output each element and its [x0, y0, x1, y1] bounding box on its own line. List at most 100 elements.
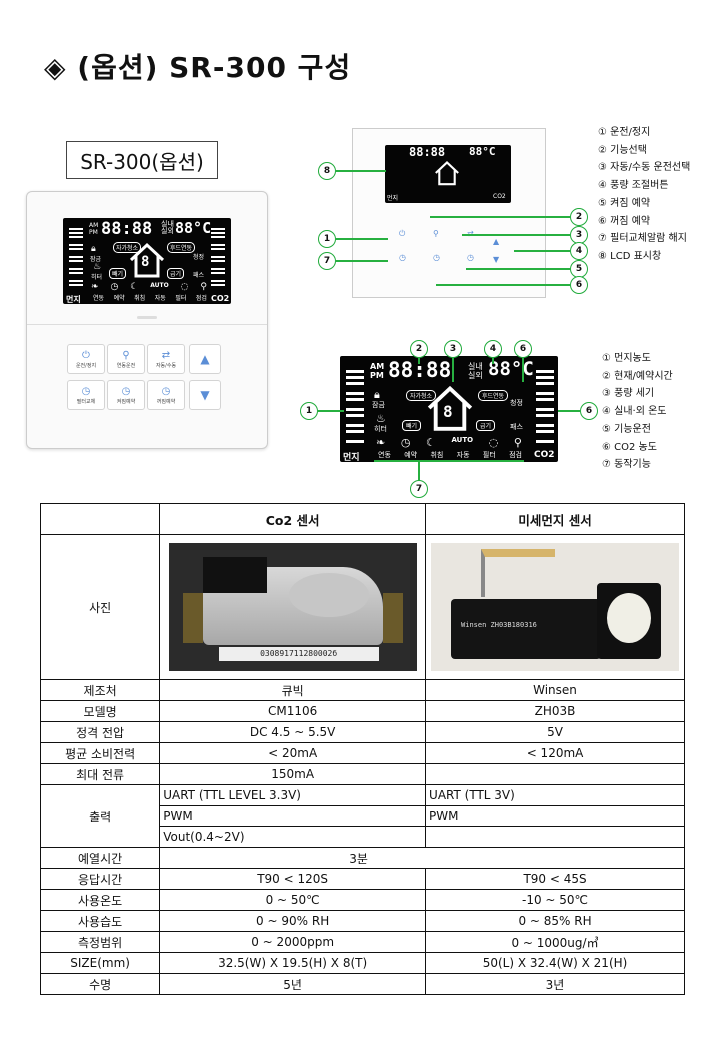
clock-icon: ◷: [110, 282, 119, 292]
co2-value: DC 4.5 ~ 5.5V: [159, 721, 427, 743]
callout-1: 1: [300, 402, 318, 420]
table-row: 측정범위 0 ~ 2000ppm 0 ~ 1000ug/㎥: [39, 931, 685, 953]
auto-manual-button[interactable]: ⇄ 자동/수동: [147, 344, 185, 374]
lcd-label: 예약: [404, 451, 418, 459]
row-label: 정격 전압: [39, 721, 161, 743]
pass-label: 패스: [510, 423, 523, 431]
clock-icon: ◷: [433, 253, 440, 262]
am-label: AM: [370, 362, 385, 371]
clock-icon: ◷: [161, 385, 171, 397]
dust-label: 먼지: [343, 453, 360, 463]
sensor-spec-table: Co2 센서 미세먼지 센서 사진 030891711280002б Winse…: [39, 503, 685, 995]
button-label: 자동/수동: [155, 362, 177, 369]
indoor-outdoor-label: 실내 실외: [468, 362, 483, 380]
arrow-down-icon: ▼: [200, 387, 210, 402]
moon-icon: ☾: [426, 436, 436, 449]
dust-value: T90 < 45S: [425, 868, 685, 890]
set-temp-digit: 8: [141, 254, 150, 270]
legend-item: ④ 풍량 조절버튼: [598, 180, 669, 192]
callout-line: [436, 284, 570, 286]
row-label: 최대 전류: [39, 763, 161, 785]
sensor-pins-left: [182, 593, 203, 643]
callout-line: [558, 410, 580, 412]
lcd-label: 점검: [195, 295, 207, 302]
schematic-buttons: ⏻ ⚲ ⇄ ◷ ◷ ◷ ▲ ▼: [393, 229, 503, 273]
callout-7: 7: [318, 252, 336, 270]
callout-6: 6: [570, 276, 588, 294]
indoor-outdoor-label: 실내 실외: [161, 220, 174, 235]
clock-icon: ◷: [81, 385, 91, 397]
house-icon: [435, 161, 459, 186]
table-row: PWM PWM: [41, 805, 685, 827]
time-digits: 88:88: [409, 145, 446, 159]
leaf-icon: ❧: [91, 282, 99, 292]
co2-value: T90 < 120S: [159, 868, 427, 890]
legend-item: ⑤ 기능운전: [602, 423, 651, 435]
dust-value: 5V: [425, 721, 685, 743]
dust-value: [425, 826, 685, 848]
row-label: 응답시간: [39, 868, 161, 890]
callout-line: [430, 216, 570, 218]
on-timer-button[interactable]: ◷ 켜짐예약: [107, 380, 145, 410]
link-run-button[interactable]: ⚲ 연동운전: [107, 344, 145, 374]
table-row: 사용습도 0 ~ 90% RH 0 ~ 85% RH: [39, 910, 685, 932]
callout-line: [492, 358, 494, 364]
temp-digits: 88°C: [175, 219, 212, 237]
callout-3: 3: [444, 340, 462, 358]
dust-value: [425, 763, 685, 785]
legend-item: ⑥ CO2 농도: [602, 441, 657, 453]
lock-label: 잠금: [90, 256, 102, 263]
callout-2: 2: [570, 208, 588, 226]
legend-item: ④ 실내·외 온도: [602, 406, 667, 418]
clock-icon: ◷: [467, 253, 474, 262]
power-button[interactable]: ⏻ 운전/정지: [67, 344, 105, 374]
callout-2: 2: [410, 340, 428, 358]
legend-item: ① 운전/정지: [598, 127, 651, 138]
row-label: 측정범위: [39, 931, 161, 953]
set-temp-digit: 8: [443, 402, 453, 421]
arrow-down-icon: ▼: [493, 255, 500, 264]
temp-digits: 88°C: [488, 358, 534, 380]
lcd-label: 필터: [482, 451, 496, 459]
arrow-up-icon: ▲: [493, 237, 500, 246]
filter-icon: ◌: [180, 282, 189, 292]
temp-digits: 88°C: [469, 145, 496, 158]
arrow-up-icon: ▲: [200, 351, 210, 366]
sensor-label: Winsen ZH03B180316: [461, 621, 537, 629]
table-row: 정격 전압 DC 4.5 ~ 5.5V 5V: [39, 721, 685, 743]
callout-line: [336, 170, 386, 172]
co2-value: 0 ~ 90% RH: [159, 910, 427, 932]
co2-value: UART (TTL LEVEL 3.3V): [159, 784, 427, 806]
controller-schematic: 88:88 88°C 먼지 CO2 ⏻ ⚲ ⇄ ◷ ◷ ◷ ▲ ▼: [352, 128, 546, 298]
fan-down-button[interactable]: ▼: [189, 380, 221, 410]
legend-item: ① 먼지농도: [602, 353, 651, 364]
table-row: SIZE(mm) 32.5(W) X 19.5(H) X 8(T) 50(L) …: [39, 952, 685, 974]
row-label: SIZE(mm): [39, 952, 161, 974]
dust-value: -10 ~ 50℃: [425, 889, 685, 911]
fan-up-button[interactable]: ▲: [189, 344, 221, 374]
clock-icon: ◷: [121, 385, 131, 397]
off-timer-button[interactable]: ◷ 꺼짐예약: [147, 380, 185, 410]
table-header-row: Co2 센서 미세먼지 센서: [39, 503, 685, 535]
sensor-label: 030891711280002б: [218, 647, 379, 661]
legend-item: ⑦ 필터교체알람 해지: [598, 233, 687, 245]
dust-sensor-photo: Winsen ZH03B180316: [431, 543, 680, 671]
dust-value: UART (TTL 3V): [425, 784, 685, 806]
row-label: 모델명: [39, 700, 161, 722]
legend-item: ⑤ 켜짐 예약: [598, 197, 651, 209]
lcd-label: 연동: [378, 451, 391, 459]
auto-label: AUTO: [451, 436, 474, 444]
co2-value: 32.5(W) X 19.5(H) X 8(T): [159, 952, 427, 974]
power-icon: ⏻: [399, 229, 406, 238]
filter-reset-button[interactable]: ◷ 필터교체: [67, 380, 105, 410]
moon-icon: ☾: [130, 282, 139, 292]
button-legend: ① 운전/정지 ② 기능선택 ③ 자동/수동 운전선택 ④ 풍량 조절버튼 ⑤ …: [598, 124, 690, 266]
dust-value: 0 ~ 85% RH: [425, 910, 685, 932]
co2-value: 0 ~ 2000ppm: [159, 931, 427, 953]
function-bracket: [374, 460, 524, 462]
callout-4: 4: [570, 242, 588, 260]
co2-value: CM1106: [159, 700, 427, 722]
co2-value: 5년: [159, 973, 427, 995]
lcd-label: 필터: [175, 295, 187, 302]
bulb-icon: ⚲: [200, 282, 207, 292]
